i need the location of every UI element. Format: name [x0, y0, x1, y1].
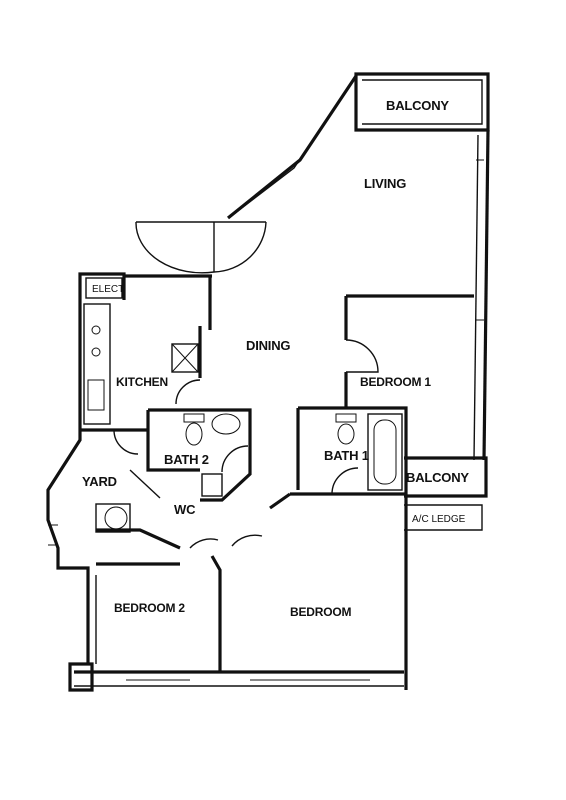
bath-1-label: BATH 1 [324, 448, 369, 463]
living-label: LIVING [364, 176, 406, 191]
dining-label: DINING [246, 338, 290, 353]
room-labels: BALCONY LIVING DINING ELECT KITCHEN BEDR… [82, 98, 470, 619]
wc-label: WC [174, 502, 196, 517]
balcony-right-label: BALCONY [406, 470, 469, 485]
yard-label: YARD [82, 474, 117, 489]
bath-2-label: BATH 2 [164, 452, 209, 467]
kitchen-label: KITCHEN [116, 375, 168, 389]
fixtures [83, 277, 403, 533]
interior-walls [80, 294, 474, 672]
windows [48, 159, 484, 681]
main-entry-door [135, 221, 267, 274]
elect-label: ELECT [92, 284, 124, 295]
doors [113, 339, 379, 549]
bedroom-1-label: BEDROOM 1 [360, 375, 431, 389]
bedroom-label: BEDROOM [290, 605, 351, 619]
balcony-top-label: BALCONY [386, 98, 449, 113]
ac-ledge-label: A/C LEDGE [412, 514, 466, 525]
bedroom-2-label: BEDROOM 2 [114, 601, 185, 615]
